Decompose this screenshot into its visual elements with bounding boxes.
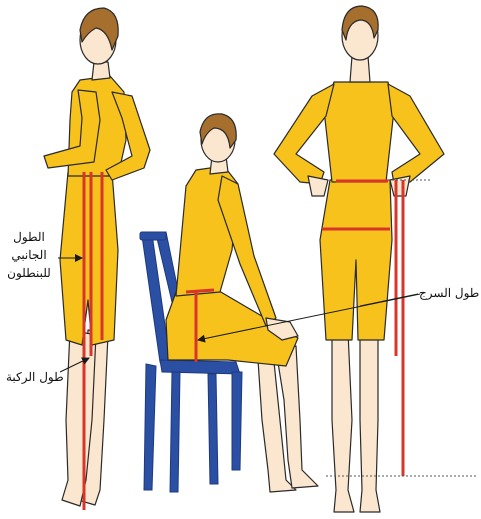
side-figure-neck — [92, 62, 110, 80]
front-figure-torso — [324, 82, 394, 182]
chair-leg-front — [232, 372, 242, 470]
chair-leg-mid1 — [170, 372, 180, 492]
figure-side-standing — [44, 8, 150, 506]
side-length-label-line1: الطول — [4, 228, 54, 246]
side-length-label: الطول الجانبي للبنطلون — [4, 228, 54, 282]
chair-back-top — [140, 232, 166, 240]
front-figure-hand-right — [390, 176, 410, 196]
chair-leg-back — [144, 364, 156, 490]
crotch-length-label: طول السرج — [419, 284, 479, 302]
front-figure-leg-right — [360, 330, 380, 512]
front-figure-hand-left — [308, 176, 328, 196]
front-figure-arm-left — [274, 84, 334, 184]
front-figure-arm-right — [388, 84, 444, 184]
front-figure-leg-left — [332, 330, 354, 512]
side-length-label-line3: للبنطلون — [4, 264, 54, 282]
front-figure-shorts — [320, 180, 392, 340]
side-length-label-line2: الجانبي — [4, 246, 54, 264]
seated-waist-line — [186, 290, 214, 292]
chair-leg-mid2 — [208, 374, 218, 484]
knee-length-label: طول الركبة — [6, 368, 64, 386]
